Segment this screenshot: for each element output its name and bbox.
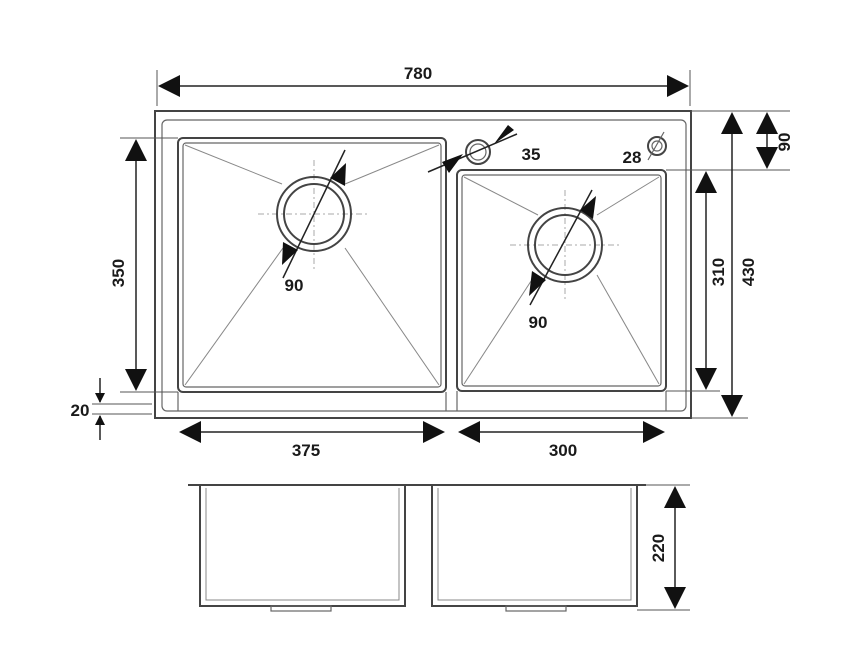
label-top-margin: 90 — [775, 133, 794, 152]
dimension-front-margin: 20 — [71, 378, 152, 440]
sink-inner-rim — [161, 119, 687, 412]
small-bowl — [456, 169, 667, 411]
label-large-drain: 90 — [285, 276, 304, 295]
label-large-bowl-depth: 350 — [109, 259, 128, 287]
label-accessory-hole: 28 — [623, 148, 642, 167]
label-total-depth: 430 — [739, 258, 758, 286]
large-bowl — [177, 137, 447, 411]
front-large-bowl — [199, 485, 406, 612]
sink-outer-rim — [154, 110, 692, 419]
label-small-bowl-width: 300 — [549, 441, 577, 460]
dimension-total-width: 780 — [156, 64, 691, 106]
label-total-width: 780 — [404, 64, 432, 83]
accessory-hole — [647, 131, 667, 161]
front-view — [188, 484, 646, 612]
front-small-bowl — [431, 485, 638, 612]
dimension-bowl-height: 220 — [637, 484, 690, 611]
dimension-total-depth: 430 — [691, 112, 758, 419]
label-small-drain: 90 — [529, 313, 548, 332]
dimension-large-bowl-depth: 350 — [109, 137, 178, 393]
label-bowl-height: 220 — [649, 534, 668, 562]
dimension-small-bowl-width: 300 — [458, 421, 665, 460]
small-drain — [510, 189, 620, 306]
label-small-bowl-depth: 310 — [709, 258, 728, 286]
dimension-large-bowl-width: 375 — [179, 421, 445, 460]
large-drain — [258, 149, 370, 279]
label-faucet-hole: 35 — [522, 145, 541, 164]
faucet-hole — [427, 125, 518, 173]
label-front-margin: 20 — [71, 401, 90, 420]
label-large-bowl-width: 375 — [292, 441, 320, 460]
top-view — [154, 110, 692, 419]
dimension-top-margin: 90 — [666, 110, 794, 171]
dimension-small-bowl-depth: 310 — [666, 171, 728, 392]
